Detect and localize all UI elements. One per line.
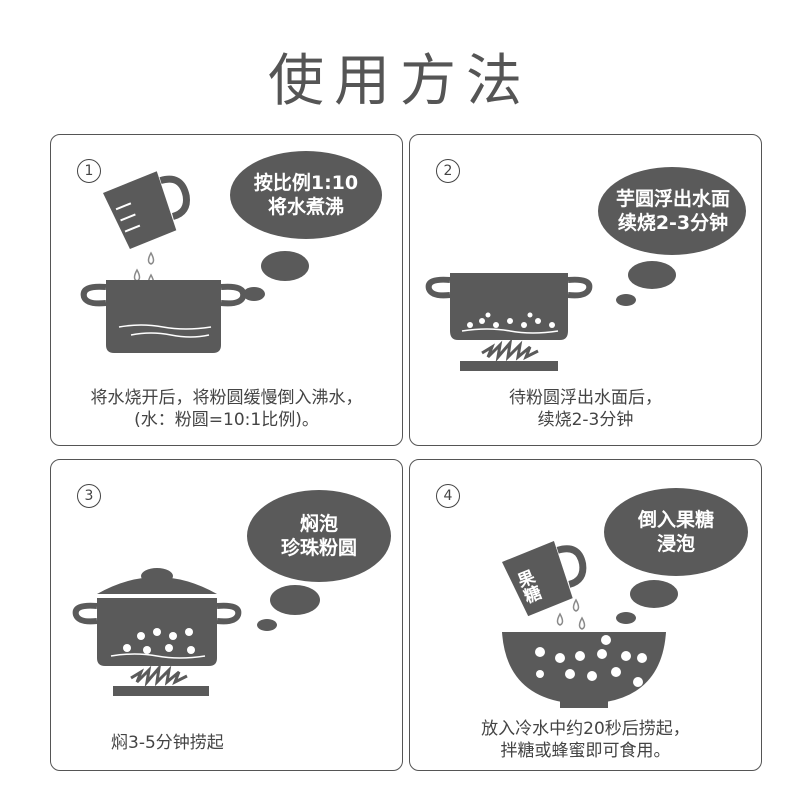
caption-line: 放入冷水中约20秒后捞起， <box>481 719 690 739</box>
bubble-line: 珍珠粉圆 <box>280 537 357 559</box>
measuring-cup-icon <box>502 541 587 617</box>
water-drop-icon <box>556 598 586 630</box>
step-4-caption: 放入冷水中约20秒后捞起， 拌糖或蜂蜜即可食用。 <box>410 718 761 762</box>
stove-flame-icon <box>113 663 209 696</box>
step-1-number: 1 <box>77 159 101 183</box>
caption-line: 续烧2-3分钟 <box>537 410 634 430</box>
thought-bubble-icon <box>604 488 748 624</box>
step-3-illustration <box>72 490 391 696</box>
step-4-number: 4 <box>436 484 460 508</box>
bowl-icon <box>502 632 666 708</box>
bubble-line: 按比例1:10 <box>253 172 359 194</box>
thought-bubble-icon <box>598 167 746 306</box>
caption-line: 待粉圆浮出水面后， <box>509 388 662 408</box>
tapioca-pearls <box>467 312 555 328</box>
lid-icon <box>97 568 217 594</box>
pot-icon <box>425 273 593 340</box>
bubble-line: 倒入果糖 <box>637 509 714 531</box>
bubble-line: 续烧2-3分钟 <box>617 212 729 234</box>
caption-line: 拌糖或蜂蜜即可食用。 <box>500 741 671 761</box>
pot-icon <box>80 280 247 353</box>
thought-bubble-icon <box>247 490 391 631</box>
step-2-illustration <box>425 167 746 371</box>
step-1-illustration <box>80 151 382 353</box>
caption-line: (水：粉圆=10:1比例)。 <box>134 410 319 430</box>
step-1-caption: 将水烧开后，将粉圆缓慢倒入沸水， (水：粉圆=10:1比例)。 <box>51 387 402 431</box>
measuring-cup-icon <box>103 171 190 249</box>
step-2-panel: 2 芋圆浮出水面 续烧2-3分钟 待粉圆浮出水面后， 续烧2-3分钟 <box>409 134 762 446</box>
step-3-caption: 焖3-5分钟捞起 <box>51 732 402 754</box>
step-1-panel: 1 按比例1:10 将 <box>50 134 403 446</box>
step-3-bubble-text: 焖泡 珍珠粉圆 <box>247 512 391 560</box>
step-2-number: 2 <box>436 159 460 183</box>
page-title: 使用方法 <box>268 49 532 114</box>
step-4-panel: 4 果糖 倒入果糖 浸泡 <box>409 459 762 771</box>
caption-line: 焖3-5分钟捞起 <box>111 733 224 753</box>
step-3-number: 3 <box>77 484 101 508</box>
tapioca-pearls <box>535 635 647 687</box>
tapioca-pearls <box>123 628 195 654</box>
bubble-line: 将水煮沸 <box>267 196 344 218</box>
bubble-line: 浸泡 <box>656 533 695 555</box>
bubble-line: 芋圆浮出水面 <box>615 188 730 210</box>
step-2-bubble-text: 芋圆浮出水面 续烧2-3分钟 <box>598 187 748 235</box>
step-4-bubble-text: 倒入果糖 浸泡 <box>604 508 748 556</box>
step-1-bubble-text: 按比例1:10 将水煮沸 <box>231 171 381 219</box>
bubble-line: 焖泡 <box>299 513 338 535</box>
step-4-illustration <box>502 488 748 708</box>
step-2-caption: 待粉圆浮出水面后， 续烧2-3分钟 <box>410 387 761 431</box>
caption-line: 将水烧开后，将粉圆缓慢倒入沸水， <box>90 388 363 408</box>
step-3-panel: 3 焖泡 珍珠粉圆 焖3-5分 <box>50 459 403 771</box>
thought-bubble-icon <box>230 151 382 301</box>
stove-flame-icon <box>460 338 558 371</box>
